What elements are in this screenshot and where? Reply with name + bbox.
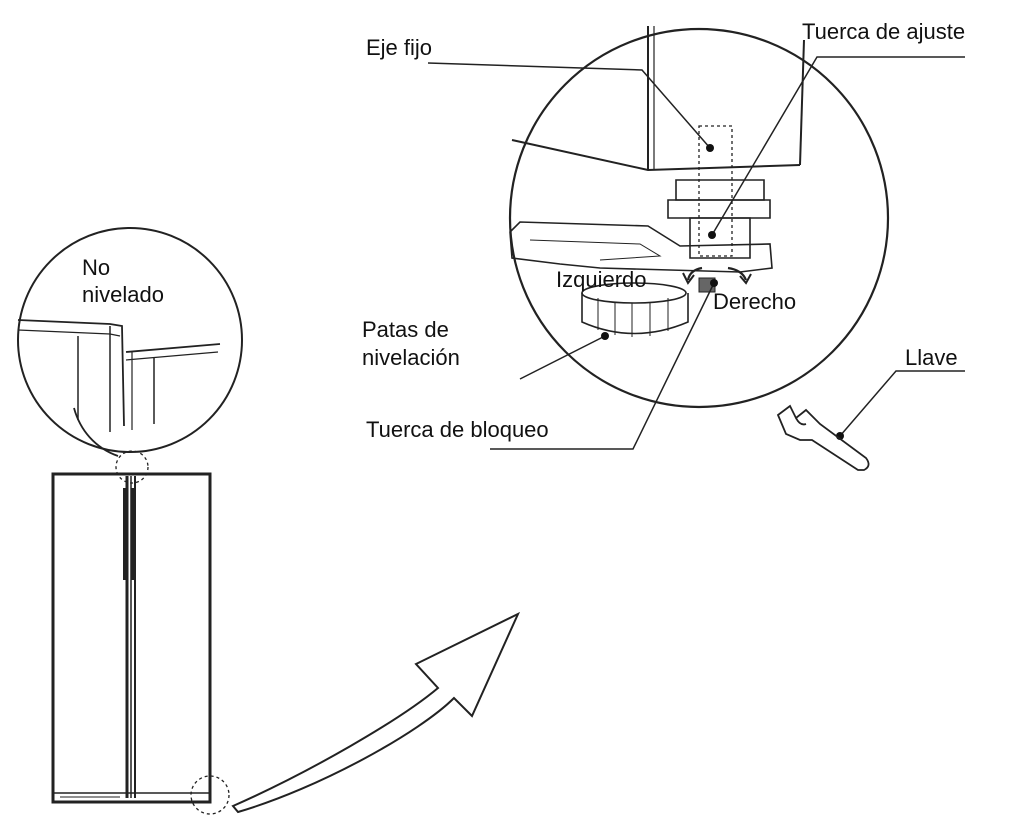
detail-zoom xyxy=(508,26,890,409)
foot-marker-circle xyxy=(190,775,230,815)
label-derecho: Derecho xyxy=(713,289,797,314)
label-nivelado: nivelado xyxy=(82,282,164,307)
zoom-arrow-icon xyxy=(231,611,521,814)
label-tuerca-ajuste: Tuerca de ajuste xyxy=(802,19,966,44)
door-handle-right xyxy=(131,488,135,580)
leader-lines xyxy=(427,56,965,450)
wrench-icon xyxy=(776,404,870,471)
not-level-zoom xyxy=(17,227,243,457)
label-izquierdo: Izquierdo xyxy=(556,267,647,292)
label-no: No xyxy=(82,255,111,280)
refrigerator xyxy=(51,472,212,804)
label-patas-line2: nivelación xyxy=(362,345,460,370)
label-eje-fijo: Eje fijo xyxy=(366,35,433,60)
label-llave: Llave xyxy=(905,345,958,370)
label-patas-line1: Patas de xyxy=(362,317,449,342)
label-tuerca-bloqueo: Tuerca de bloqueo xyxy=(366,417,549,442)
door-handle-left xyxy=(123,488,127,580)
top-marker-circle xyxy=(115,450,149,484)
